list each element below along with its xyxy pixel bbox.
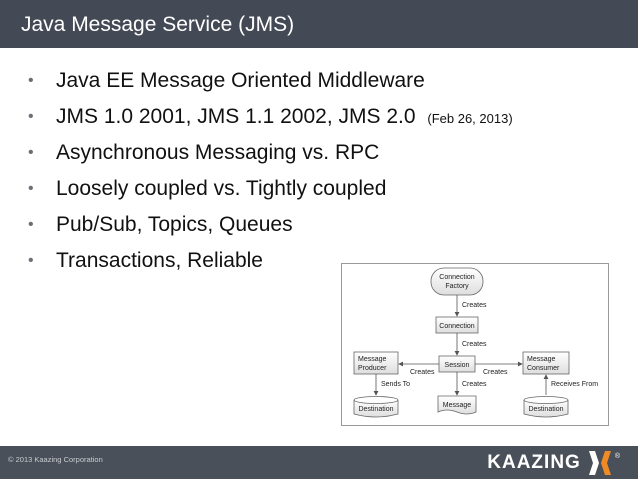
message-consumer-label-1: Message	[527, 356, 556, 363]
bullet-text: Pub/Sub, Topics, Queues	[56, 213, 293, 236]
kaazing-logo: KAAZING ®	[487, 451, 620, 475]
message-producer-label-2: Producer	[358, 365, 387, 372]
destination-right-label: Destination	[528, 406, 563, 413]
slide-footer: © 2013 Kaazing Corporation KAAZING ®	[0, 446, 638, 479]
slide-title: Java Message Service (JMS)	[21, 13, 295, 36]
bullet-text: Asynchronous Messaging vs. RPC	[56, 141, 380, 164]
creates-label-bottom: Creates	[462, 381, 487, 388]
bullet-text: Transactions, Reliable	[56, 249, 263, 272]
bullet-dot-icon: •	[28, 216, 34, 233]
bullet-text: Java EE Message Oriented Middleware	[56, 69, 425, 92]
destination-left-node	[353, 396, 399, 418]
connection-factory-label-2: Factory	[445, 283, 469, 290]
copyright-text: © 2013 Kaazing Corporation	[8, 455, 103, 464]
jms-diagram-svg: Connection Factory Creates Connection Cr…	[353, 267, 598, 418]
creates-label-2: Creates	[462, 341, 487, 348]
bullet-dot-icon: •	[28, 72, 34, 89]
creates-label-1: Creates	[462, 302, 487, 309]
bullet-item: • Asynchronous Messaging vs. RPC	[28, 140, 513, 176]
connection-label: Connection	[439, 323, 475, 330]
message-node	[437, 395, 477, 415]
destination-left-label: Destination	[358, 406, 393, 413]
logo-text: KAAZING	[487, 452, 581, 473]
bullet-item: • Loosely coupled vs. Tightly coupled	[28, 176, 513, 212]
bullet-item: • Transactions, Reliable	[28, 248, 513, 284]
kaazing-k-icon	[588, 451, 611, 475]
bullet-dot-icon: •	[28, 180, 34, 197]
bullet-text: JMS 1.0 2001, JMS 1.1 2002, JMS 2.0	[56, 105, 416, 128]
destination-right-node	[523, 396, 569, 418]
registered-mark: ®	[614, 453, 620, 460]
connection-factory-label-1: Connection	[439, 274, 475, 281]
sends-to-label: Sends To	[381, 381, 410, 388]
bullet-text: Loosely coupled vs. Tightly coupled	[56, 177, 387, 200]
receives-from-label: Receives From	[551, 381, 598, 388]
message-producer-label-1: Message	[358, 356, 387, 363]
creates-label-right: Creates	[483, 369, 508, 376]
bullet-dot-icon: •	[28, 108, 34, 125]
bullet-dot-icon: •	[28, 144, 34, 161]
bullet-dot-icon: •	[28, 252, 34, 269]
connection-factory-node	[430, 267, 484, 296]
slide-header: Java Message Service (JMS)	[0, 0, 638, 48]
bullet-item: • Java EE Message Oriented Middleware	[28, 68, 513, 104]
message-consumer-node	[522, 351, 570, 375]
message-consumer-label-2: Consumer	[527, 365, 560, 372]
creates-label-left: Creates	[410, 369, 435, 376]
message-label: Message	[443, 402, 472, 409]
bullet-item: • Pub/Sub, Topics, Queues	[28, 212, 513, 248]
bullet-list: • Java EE Message Oriented Middleware • …	[28, 68, 513, 284]
jms-diagram: Connection Factory Creates Connection Cr…	[341, 263, 609, 426]
session-label: Session	[445, 362, 470, 369]
bullet-note: (Feb 26, 2013)	[427, 111, 513, 126]
bullet-item: • JMS 1.0 2001, JMS 1.1 2002, JMS 2.0 (F…	[28, 104, 513, 140]
